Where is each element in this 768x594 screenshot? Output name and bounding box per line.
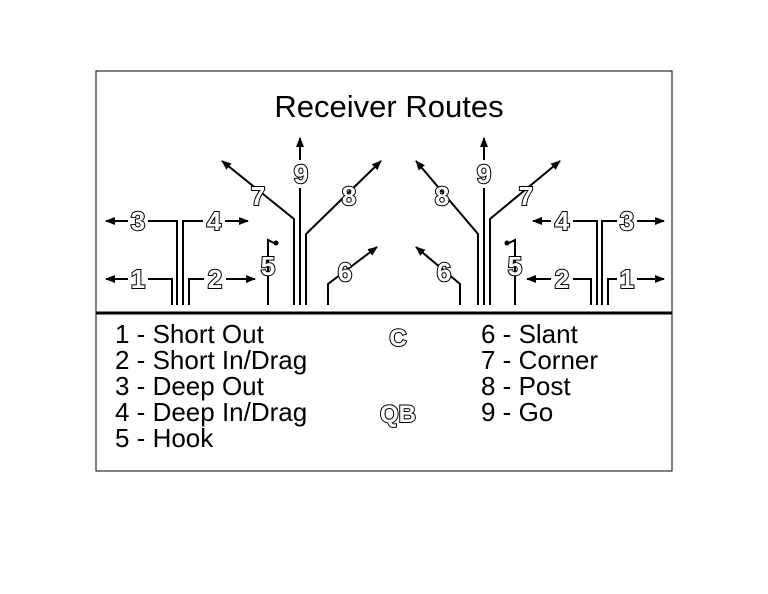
- legend-item-7: 7 - Corner: [481, 345, 598, 375]
- legend-item-4: 4 - Deep In/Drag: [115, 397, 307, 427]
- left-route-labels: 3 4 1 2 5 7 9 8 6: [128, 158, 357, 295]
- left-route-6-slant: [327, 246, 378, 305]
- route-label-9-right: 9: [477, 159, 491, 189]
- left-route-4-deep-in: [182, 217, 249, 305]
- right-route-6-slant: [415, 246, 461, 305]
- right-route-7-corner: [489, 160, 561, 305]
- left-route-2-short-in: [188, 275, 256, 305]
- route-label-9: 9: [294, 159, 308, 189]
- legend-item-5: 5 - Hook: [115, 423, 214, 453]
- left-route-8-post: [305, 160, 382, 305]
- route-label-2-right: 2: [555, 264, 569, 294]
- right-route-1-short-out: [607, 275, 665, 305]
- route-label-6: 6: [338, 257, 352, 287]
- route-label-3-right: 3: [620, 206, 634, 236]
- legend-left: 1 - Short Out 2 - Short In/Drag 3 - Deep…: [115, 319, 307, 453]
- left-route-5-hook: [267, 238, 275, 305]
- left-route-7-corner: [221, 160, 295, 305]
- right-route-3-deep-out: [601, 217, 665, 305]
- legend-item-8: 8 - Post: [481, 371, 571, 401]
- diagram-title: Receiver Routes: [274, 89, 503, 124]
- route-label-1-right: 1: [620, 264, 634, 294]
- right-route-labels: 6 8 9 7 5 4 3 2 1: [434, 158, 637, 295]
- legend-item-6: 6 - Slant: [481, 319, 579, 349]
- route-label-7-right: 7: [519, 181, 533, 211]
- route-label-3: 3: [131, 206, 145, 236]
- diagram-frame: [95, 70, 673, 472]
- route-label-4-right: 4: [555, 206, 570, 236]
- center-position: C: [389, 325, 406, 352]
- route-label-8-right: 8: [435, 181, 449, 211]
- right-route-8-post: [415, 160, 479, 305]
- legend-item-1: 1 - Short Out: [115, 319, 265, 349]
- route-label-5-right: 5: [508, 251, 522, 281]
- right-route-5-hook: [508, 238, 516, 305]
- route-label-4: 4: [207, 206, 222, 236]
- right-route-2-short-in: [526, 275, 592, 305]
- route-label-2: 2: [208, 264, 222, 294]
- quarterback-position: QB: [380, 401, 416, 428]
- route-label-7: 7: [251, 181, 265, 211]
- route-label-1: 1: [131, 264, 145, 294]
- route-label-8: 8: [342, 181, 356, 211]
- legend-item-3: 3 - Deep Out: [115, 371, 265, 401]
- route-label-6-right: 6: [437, 257, 451, 287]
- legend-item-9: 9 - Go: [481, 397, 553, 427]
- route-label-5: 5: [261, 251, 275, 281]
- legend-item-2: 2 - Short In/Drag: [115, 345, 307, 375]
- legend-right: 6 - Slant 7 - Corner 8 - Post 9 - Go: [481, 319, 598, 427]
